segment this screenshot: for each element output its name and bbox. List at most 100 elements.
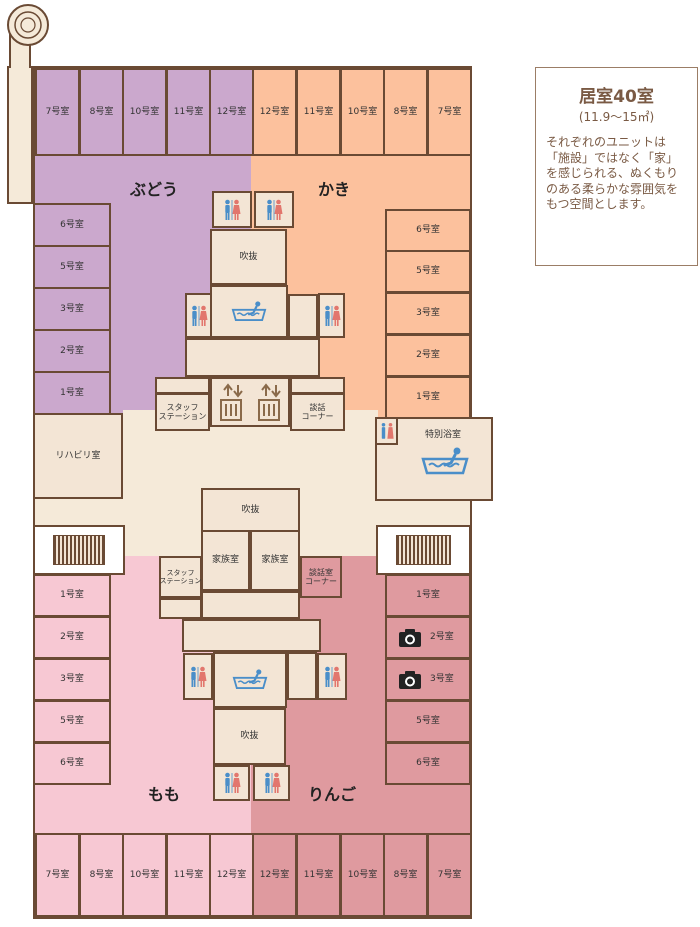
lounge-corner-south: 談話室コーナー — [300, 556, 342, 598]
restroom-south-east — [317, 653, 347, 700]
guest-room: 12号室 — [252, 833, 297, 917]
legend-title: 居室40室 — [579, 87, 654, 107]
stairs-icon — [52, 535, 106, 565]
guest-room: 12号室 — [252, 68, 297, 156]
room-number: 11号室 — [303, 869, 334, 880]
restroom-icon — [224, 772, 240, 793]
legend-box: 居室40室 (11.9〜15㎡) それぞれのユニットは「施設」ではなく「家」を感… — [535, 67, 698, 266]
elevator-icon — [220, 383, 243, 421]
guest-room: 7号室 — [35, 68, 80, 156]
elevator-icon — [258, 383, 281, 421]
room-label: 家族室 — [261, 555, 289, 566]
lounge-corner-north: 談話コーナー — [290, 393, 345, 431]
guest-room: 1号室 — [385, 376, 471, 419]
guest-room: 8号室 — [383, 68, 428, 156]
legend-text: それぞれのユニットは「施設」ではなく「家」を感じられる、ぬくもりのある柔らかな雰… — [546, 135, 679, 212]
wall-block — [159, 598, 202, 619]
room-label: コーナー — [305, 577, 337, 586]
guest-room: 3号室 — [385, 292, 471, 335]
unit-label-ringo: りんご — [308, 785, 357, 804]
wc-special — [375, 417, 398, 445]
guest-room: 3号室 — [33, 658, 111, 701]
family-room-2: 家族室 — [250, 530, 300, 591]
restroom-south-west — [183, 653, 213, 700]
room-number: 1号室 — [416, 392, 440, 403]
wall-block — [185, 338, 320, 377]
stairs-icon — [396, 535, 451, 565]
guest-room: 7号室 — [427, 68, 472, 156]
room-number: 7号室 — [437, 106, 462, 117]
room-number: 5号室 — [60, 716, 84, 727]
room-number: 1号室 — [60, 387, 84, 398]
room-number: 3号室 — [60, 674, 84, 685]
room-number: 11号室 — [173, 106, 204, 117]
guest-room: 3号室 — [33, 287, 111, 331]
room-number: 8号室 — [393, 106, 418, 117]
entrance-wall — [7, 66, 33, 204]
restroom-icon — [264, 772, 280, 793]
guest-room: 10号室 — [340, 833, 385, 917]
guest-room: 11号室 — [166, 833, 211, 917]
guest-room: 1号室 — [385, 574, 471, 617]
guest-room: 1号室 — [33, 371, 111, 415]
room-label: ステーション — [159, 577, 202, 585]
restroom-icon — [325, 666, 341, 687]
guest-room: 8号室 — [383, 833, 428, 917]
room-number: 5号室 — [416, 266, 440, 277]
restroom-icon — [191, 666, 207, 687]
bathtub-icon — [231, 300, 267, 321]
wall-block — [182, 619, 321, 652]
room-number: 10号室 — [347, 106, 378, 117]
guest-room: 2号室 — [33, 616, 111, 659]
room-number: 12号室 — [259, 106, 290, 117]
guest-room: 11号室 — [166, 68, 211, 156]
bathtub-icon — [421, 447, 469, 475]
room-number: 7号室 — [45, 869, 70, 880]
revolving-door-icon — [7, 4, 49, 46]
restroom-south-2 — [253, 765, 290, 801]
staircase-west — [33, 525, 125, 575]
elevator-hall — [210, 377, 290, 427]
unit-label-kaki: かき — [318, 180, 351, 199]
guest-room: 10号室 — [122, 833, 167, 917]
restroom-icon — [267, 199, 283, 220]
room-label: 吹抜 — [241, 504, 260, 515]
unit-label-momo: もも — [148, 785, 181, 804]
room-number: 10号室 — [129, 869, 160, 880]
guest-room: 3号室 — [385, 658, 471, 701]
room-number: 11号室 — [303, 106, 334, 117]
rehab-room: リハビリ室 — [33, 413, 123, 499]
room-number: 5号室 — [416, 716, 440, 727]
wall-block — [287, 652, 317, 700]
wall-block — [201, 591, 300, 619]
restroom-icon — [191, 305, 207, 326]
guest-room: 8号室 — [79, 833, 124, 917]
room-label: 家族室 — [211, 555, 239, 566]
bathroom — [213, 652, 287, 708]
restroom-icon — [324, 305, 340, 326]
restroom-north-west — [185, 293, 212, 338]
room-number: 2号室 — [430, 632, 454, 643]
room-number: 6号室 — [416, 225, 440, 236]
room-number: 8号室 — [89, 106, 114, 117]
legend-subtitle: (11.9〜15㎡) — [578, 110, 655, 124]
restroom-north-east — [318, 293, 345, 338]
atrium-north: 吹抜 — [210, 229, 287, 285]
atrium-south-2: 吹抜 — [213, 708, 286, 765]
room-number: 6号室 — [60, 758, 84, 769]
guest-room: 11号室 — [296, 68, 341, 156]
room-number: 10号室 — [347, 869, 378, 880]
guest-room: 5号室 — [33, 245, 111, 289]
room-number: 1号室 — [416, 590, 440, 601]
room-number: 8号室 — [393, 869, 418, 880]
guest-room: 2号室 — [33, 329, 111, 373]
guest-room: 5号室 — [385, 700, 471, 743]
room-number: 2号室 — [416, 350, 440, 361]
guest-room: 11号室 — [296, 833, 341, 917]
camera-icon — [399, 628, 421, 647]
guest-room: 5号室 — [385, 250, 471, 293]
room-label: 吹抜 — [240, 731, 259, 742]
restroom-south-1 — [213, 765, 250, 801]
bathtub-icon — [232, 669, 268, 689]
